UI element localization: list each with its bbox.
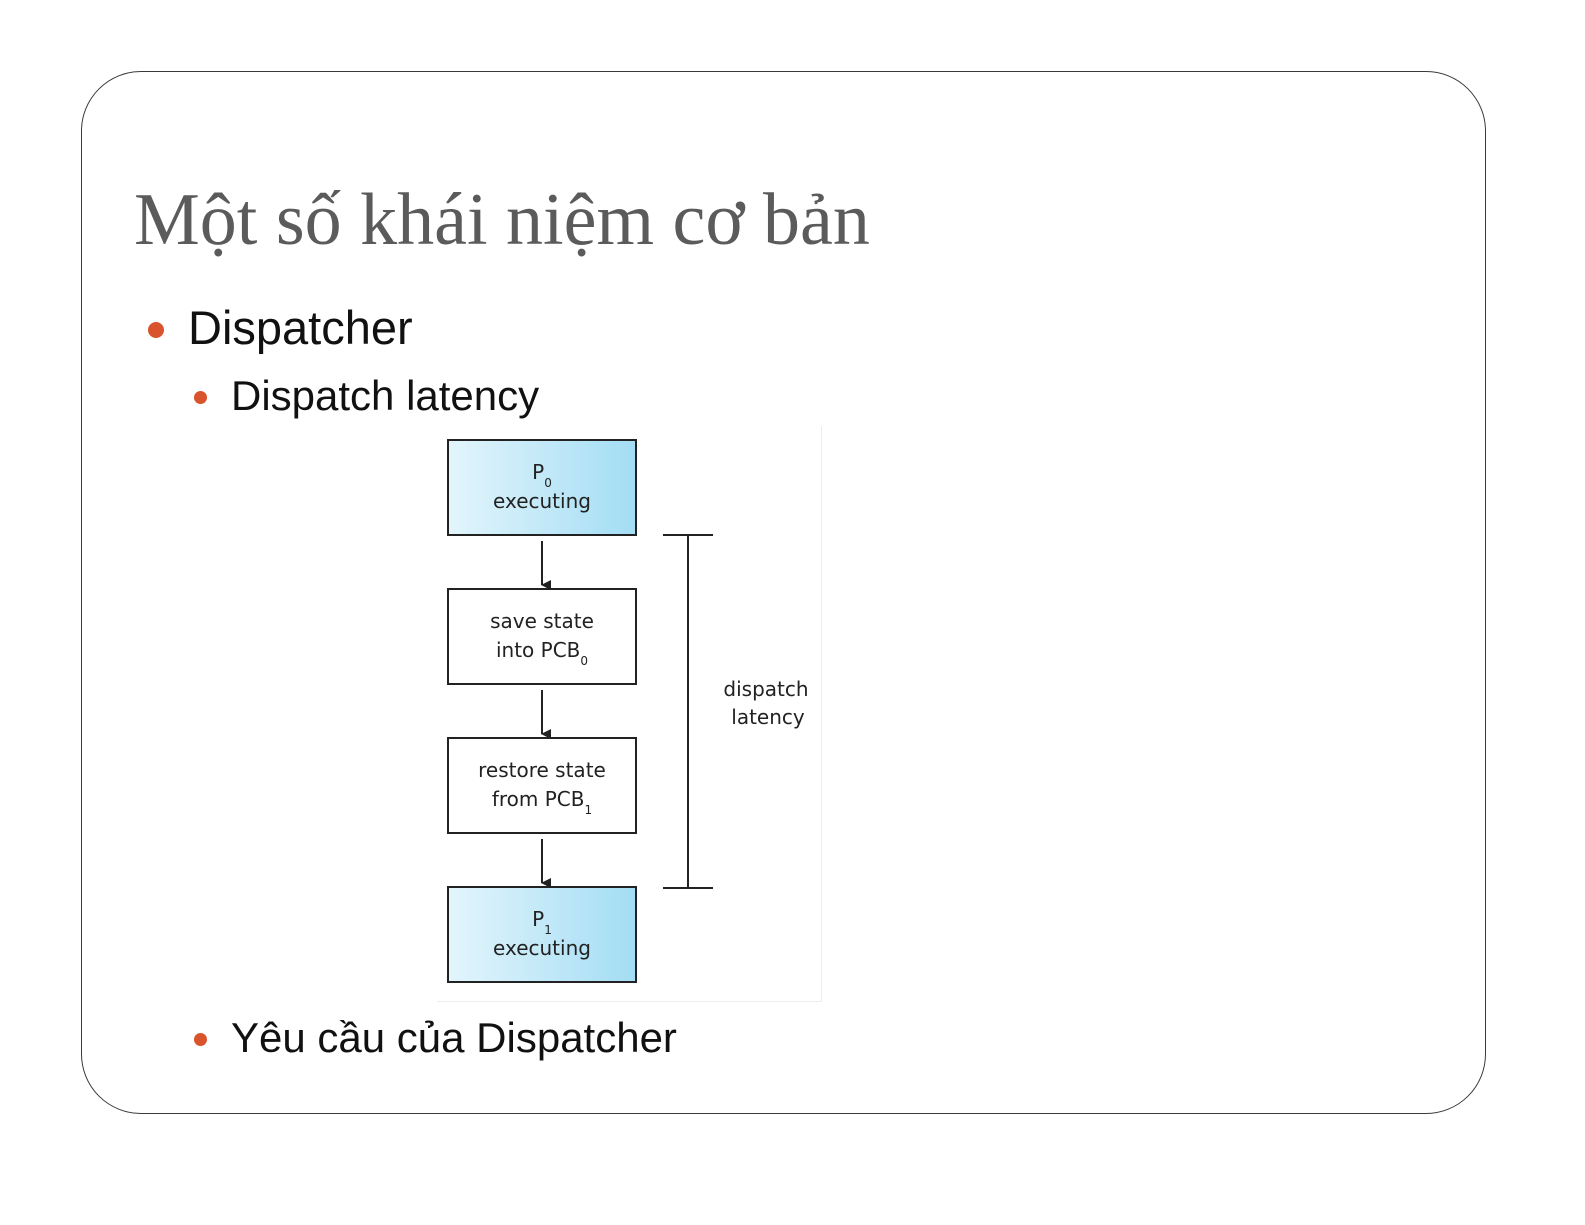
bracket-label-line2: latency	[731, 705, 805, 729]
bullet-text: Dispatch latency	[231, 372, 539, 419]
bullet-dispatch-latency: Dispatch latency	[231, 372, 539, 420]
diagram-box-rect	[448, 589, 636, 684]
bullet-text: Yêu cầu của Dispatcher	[231, 1014, 677, 1061]
slide-title: Một số khái niệm cơ bản	[134, 180, 870, 261]
bullet-dot-icon	[194, 391, 207, 404]
diagram-box-text-line2: executing	[493, 489, 591, 513]
bullet-dot-icon	[148, 322, 164, 338]
bullet-dispatcher-requirements: Yêu cầu của Dispatcher	[231, 1014, 677, 1062]
bullet-dispatcher: Dispatcher	[188, 300, 413, 355]
bracket-label-line1: dispatch	[723, 677, 808, 701]
diagram-box-text-line1: restore state	[478, 758, 606, 782]
diagram-box-text-line1: save state	[490, 609, 594, 633]
bullet-text: Dispatcher	[188, 301, 413, 354]
diagram-box-rect	[448, 440, 636, 535]
diagram-box-rect	[448, 887, 636, 982]
diagram-box-rect	[448, 738, 636, 833]
diagram-box-text-line2: executing	[493, 936, 591, 960]
bullet-dot-icon	[194, 1033, 207, 1046]
